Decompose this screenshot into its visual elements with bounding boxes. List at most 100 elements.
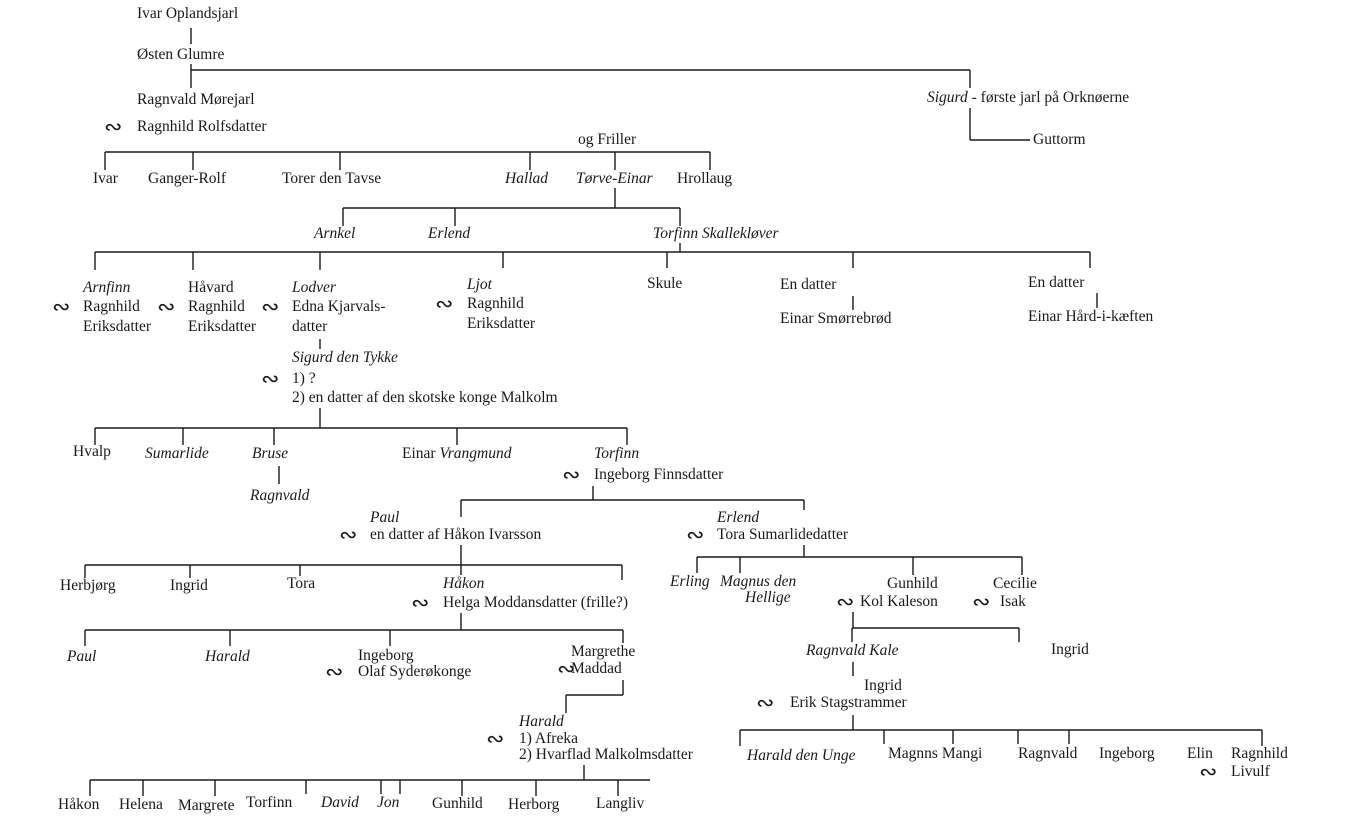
spouse-kol: Kol Kaleson [860,593,938,610]
person-ragnvald-morejarl: Ragnvald Mørejarl [137,91,255,108]
sigurd-name: Sigurd [927,89,968,106]
person-ingrid: Ingrid [1051,641,1089,658]
person-en-datter: En datter [1028,274,1085,291]
spouse-helga: Helga Moddansdatter (frille?) [443,594,629,611]
person-sigurd: Sigurd - første jarl på Orknøerne [927,89,1129,106]
person-hakon: Håkon [443,575,485,592]
marriage-icon: ∾ [261,294,280,319]
marriage-icon: ∾ [1199,759,1218,784]
person-gunhild: Gunhild [887,575,938,592]
marriage-icon: ∾ [52,294,71,319]
person-einar-vrangmund: Einar Vrangmund [402,445,512,462]
spouse-2: 2) Hvarflad Malkolmsdatter [519,746,693,763]
einar-name: Einar [402,445,440,462]
person-helena: Helena [119,796,163,813]
spouse-olaf: Olaf Syderøkonge [358,663,472,680]
person-erlend: Erlend [428,225,471,242]
marriage-icon: ∾ [557,656,576,681]
person-paul: Paul [370,509,400,526]
person-hrollaug: Hrollaug [677,170,733,187]
spouse-2: 2) en datter af den skotske konge Malkol… [292,389,558,406]
person-margrete: Margrete [178,797,235,814]
person-ivar: Ivar [93,170,118,187]
spouse-1: 1) ? [292,370,316,387]
vrangmund-name: Vrangmund [439,445,512,462]
spouse-isak: Isak [1000,593,1026,610]
marriage-icon: ∾ [486,726,505,751]
label-og-friller: og Friller [578,131,637,148]
person-skule: Skule [647,275,683,292]
marriage-icon: ∾ [339,522,358,547]
person-arnfinn: Arnfinn [83,279,131,296]
person-torfinn: Torfinn [246,794,293,811]
person-ingrid: Ingrid [864,677,902,694]
spouse-eriksdatter: Eriksdatter [188,318,257,335]
person-elin: Elin [1187,745,1213,762]
person-ingeborg: Ingeborg [358,647,414,664]
person-torfinn: Torfinn [594,445,640,462]
spouse-ragnhild: Ragnhild [83,298,140,315]
marriage-icon: ∾ [157,294,176,319]
person-herborg: Herborg [508,796,560,813]
person-ragnhild: Ragnhild [1231,745,1288,762]
person-einar-hard: Einar Hård-i-kæften [1028,308,1154,325]
person-magnns: Magnns Mangi [888,745,983,762]
spouse-ragnhild-rolfsdatter: Ragnhild Rolfsdatter [137,118,267,135]
spouse-eriksdatter: Eriksdatter [467,315,536,332]
person-hvalp: Hvalp [73,443,111,460]
spouse-eriksdatter: Eriksdatter [83,318,152,335]
spouse-1: 1) Afreka [519,730,578,747]
person-torve-einar: Tørve-Einar [576,170,653,187]
marriage-icon: ∾ [972,589,991,614]
marriage-icon: ∾ [756,690,775,715]
marriage-icon: ∾ [261,366,280,391]
marriage-icon: ∾ [836,589,855,614]
person-torer: Torer den Tavse [282,170,382,187]
spouse-ragnhild: Ragnhild [467,295,524,312]
person-cecilie: Cecilie [993,575,1037,592]
spouse-tora-sumarlidedatter: Tora Sumarlidedatter [717,526,849,543]
spouse-ingeborg-finnsdatter: Ingeborg Finnsdatter [594,466,724,483]
marriage-icon: ∾ [104,114,123,139]
person-erling: Erling [670,573,710,590]
person-harald: Harald [205,648,250,665]
person-margrethe: Margrethe [571,643,636,660]
person-guttorm: Guttorm [1033,131,1086,148]
person-torfinn-skallelover: Torfinn Skallekløver [653,225,779,242]
person-ingrid: Ingrid [170,577,208,594]
person-langliv: Langliv [596,795,645,812]
person-ragnvald: Ragnvald [250,487,310,504]
marriage-icon: ∾ [435,291,454,316]
person-hakon: Håkon [58,796,100,813]
person-magnus-cont: Hellige [745,589,791,606]
spouse-paul: en datter af Håkon Ivarsson [370,526,542,543]
person-sigurd-tykke: Sigurd den Tykke [292,349,398,366]
marriage-icon: ∾ [686,522,705,547]
person-harald-unge: Harald den Unge [747,747,856,764]
person-paul: Paul [67,648,97,665]
person-ganger-rolf: Ganger-Rolf [148,170,227,187]
spouse-edna: Edna Kjarvals- [292,298,386,315]
person-ingeborg: Ingeborg [1099,745,1155,762]
person-ivar-oplandsjarl: Ivar Oplandsjarl [137,5,239,22]
person-tora: Tora [287,575,316,592]
spouse-edna-cont: datter [292,318,328,335]
person-magnus: Magnus den [720,573,797,590]
spouse-ragnhild: Ragnhild [188,298,245,315]
person-herbjorg: Herbjørg [60,577,116,594]
person-jon: Jon [377,794,400,811]
person-david: David [321,794,359,811]
spouse-livulf: Livulf [1231,763,1270,780]
person-harald: Harald [519,713,564,730]
person-lodver: Lodver [292,279,336,296]
person-arnkel: Arnkel [314,225,356,242]
person-bruse: Bruse [252,445,289,462]
spouse-erik: Erik Stagstrammer [790,694,907,711]
marriage-icon: ∾ [411,590,430,615]
person-osten-glumre: Østen Glumre [137,46,225,63]
person-ljot: Ljot [467,276,492,293]
marriage-icon: ∾ [562,462,581,487]
person-havard: Håvard [188,279,234,296]
person-ragnvald-kale: Ragnvald Kale [806,642,899,659]
